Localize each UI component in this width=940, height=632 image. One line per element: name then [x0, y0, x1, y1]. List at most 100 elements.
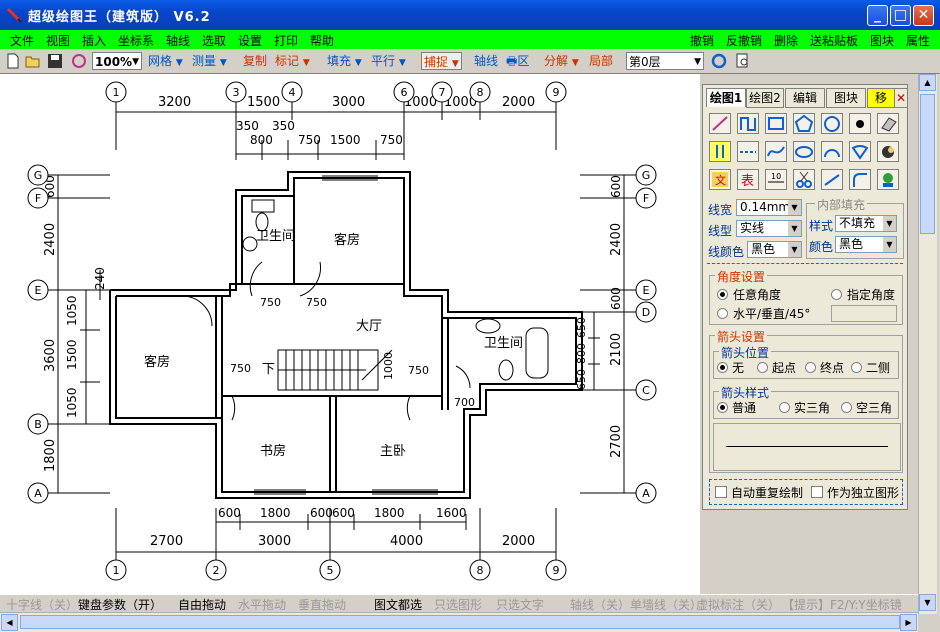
insert-image-icon[interactable]	[877, 169, 899, 190]
explode-button[interactable]: 分解 ▼	[544, 52, 579, 70]
table-tool-icon[interactable]: 表	[737, 169, 759, 190]
status-axis[interactable]: 轴线（关）	[570, 596, 630, 613]
menu-redo[interactable]: 反撤销	[726, 32, 762, 49]
scroll-up-icon[interactable]: ▲	[919, 74, 936, 91]
zoom-select[interactable]: 100%▼	[92, 52, 142, 70]
pentagon-tool-icon[interactable]	[793, 113, 815, 134]
status-select-all[interactable]: 图文都选	[374, 596, 422, 613]
status-single-wall[interactable]: 单墙线（关）	[630, 596, 702, 613]
point-tool-icon[interactable]	[849, 113, 871, 134]
scroll-left-icon[interactable]: ◀	[1, 614, 18, 631]
tab-draw2[interactable]: 绘图2	[746, 88, 784, 108]
parallel-button[interactable]: 平行 ▼	[371, 52, 406, 70]
auto-repeat-checkbox[interactable]	[715, 486, 727, 498]
arrow-pos-end-radio[interactable]	[805, 362, 816, 373]
snap-button[interactable]: 捕捉 ▼	[421, 52, 462, 70]
refresh-icon[interactable]	[710, 52, 728, 70]
status-select-text[interactable]: 只选文字	[496, 596, 544, 613]
circle-tool-icon[interactable]	[821, 113, 843, 134]
local-button[interactable]: 局部	[589, 52, 613, 70]
angle-input[interactable]	[831, 305, 897, 322]
arrow-style-hollow-radio[interactable]	[841, 402, 852, 413]
extend-line-tool-icon[interactable]	[821, 169, 843, 190]
line-type-select[interactable]: 实线▼	[736, 220, 802, 237]
angle-any-radio[interactable]	[717, 289, 728, 300]
fillet-tool-icon[interactable]	[849, 169, 871, 190]
open-folder-icon[interactable]	[24, 52, 42, 70]
menu-insert[interactable]: 插入	[82, 32, 106, 49]
tab-edit[interactable]: 编辑	[785, 88, 825, 108]
curve-tool-icon[interactable]	[765, 141, 787, 162]
status-select-shapes[interactable]: 只选图形	[434, 596, 482, 613]
arrow-pos-none-radio[interactable]	[717, 362, 728, 373]
status-keyboard[interactable]: 键盘参数（开）	[78, 596, 162, 613]
scroll-right-icon[interactable]: ▶	[900, 614, 917, 631]
menu-block[interactable]: 图块	[870, 32, 894, 49]
rectangle-tool-icon[interactable]	[765, 113, 787, 134]
menu-properties[interactable]: 属性	[906, 32, 930, 49]
dashed-line-tool-icon[interactable]	[737, 141, 759, 162]
menu-axis[interactable]: 轴线	[166, 32, 190, 49]
grid-button[interactable]: 网格 ▼	[148, 52, 183, 70]
save-icon[interactable]	[46, 52, 64, 70]
menu-undo[interactable]: 撤销	[690, 32, 714, 49]
vertical-scroll-thumb[interactable]	[920, 94, 935, 234]
fill-style-select[interactable]: 不填充▼	[835, 215, 897, 232]
polyline-tool-icon[interactable]	[737, 113, 759, 134]
scroll-down-icon[interactable]: ▼	[919, 594, 936, 611]
angle-given-radio[interactable]	[831, 289, 842, 300]
dimension-tool-icon[interactable]: 10	[765, 169, 787, 190]
menu-select[interactable]: 选取	[202, 32, 226, 49]
draw-mode-icon[interactable]	[70, 52, 88, 70]
angle-hv-radio[interactable]	[717, 308, 728, 319]
print-preview-icon[interactable]	[734, 52, 752, 70]
tab-block[interactable]: 图块	[826, 88, 866, 108]
line-color-select[interactable]: 黑色▼	[747, 241, 802, 258]
text-tool-icon[interactable]: 文	[709, 169, 731, 190]
region-button[interactable]: 🖶区	[506, 52, 529, 70]
fill-color-select[interactable]: 黑色▼	[835, 236, 897, 253]
status-vertical-drag[interactable]: 垂直拖动	[298, 596, 346, 613]
maximize-button[interactable]: □	[890, 5, 911, 26]
tab-move[interactable]: 移	[867, 88, 895, 108]
menu-file[interactable]: 文件	[10, 32, 34, 49]
vertical-scrollbar[interactable]: ▲ ▼	[918, 74, 937, 614]
line-width-select[interactable]: 0.14mm▼	[736, 199, 802, 216]
arrow-style-normal-radio[interactable]	[717, 402, 728, 413]
arc-tool-icon[interactable]	[821, 141, 843, 162]
menu-view[interactable]: 视图	[46, 32, 70, 49]
status-free-drag[interactable]: 自由拖动	[178, 596, 226, 613]
menu-print[interactable]: 打印	[274, 32, 298, 49]
measure-button[interactable]: 测量 ▼	[192, 52, 227, 70]
panel-close-icon[interactable]: ✕	[894, 88, 908, 108]
copy-button[interactable]: 复制	[243, 52, 267, 70]
fill-button[interactable]: 填充 ▼	[327, 52, 362, 70]
as-independent-checkbox[interactable]	[811, 486, 823, 498]
mark-button[interactable]: 标记 ▼	[275, 52, 310, 70]
status-horizontal-drag[interactable]: 水平拖动	[238, 596, 286, 613]
double-line-tool-icon[interactable]	[709, 141, 731, 162]
close-button[interactable]: ✕	[913, 5, 934, 26]
arrow-style-solid-radio[interactable]	[779, 402, 790, 413]
ellipse-tool-icon[interactable]	[793, 141, 815, 162]
arrow-pos-start-radio[interactable]	[757, 362, 768, 373]
menu-clipboard[interactable]: 送粘贴板	[810, 32, 858, 49]
new-file-icon[interactable]	[4, 52, 22, 70]
axis-button[interactable]: 轴线	[474, 52, 498, 70]
eraser-tool-icon[interactable]	[877, 113, 899, 134]
horizontal-scroll-thumb[interactable]	[20, 615, 900, 629]
menu-settings[interactable]: 设置	[238, 32, 262, 49]
line-tool-icon[interactable]	[709, 113, 731, 134]
sector-tool-icon[interactable]	[849, 141, 871, 162]
status-crosshair[interactable]: 十字线（关）	[6, 596, 78, 613]
drawing-canvas[interactable]: 客房 卫生间 大厅 客房 卫生间 书房 主卧 下 750 750 750 750…	[0, 74, 700, 594]
layer-select[interactable]: 第0层▼	[626, 52, 704, 70]
menu-help[interactable]: 帮助	[310, 32, 334, 49]
status-virtual-dim[interactable]: 虚拟标注（关）	[696, 596, 780, 613]
menu-delete[interactable]: 删除	[774, 32, 798, 49]
scissors-tool-icon[interactable]	[793, 169, 815, 190]
menu-coordinate[interactable]: 坐标系	[118, 32, 154, 49]
tab-draw1[interactable]: 绘图1	[706, 88, 746, 107]
minimize-button[interactable]: _	[867, 5, 888, 26]
arrow-pos-both-radio[interactable]	[851, 362, 862, 373]
